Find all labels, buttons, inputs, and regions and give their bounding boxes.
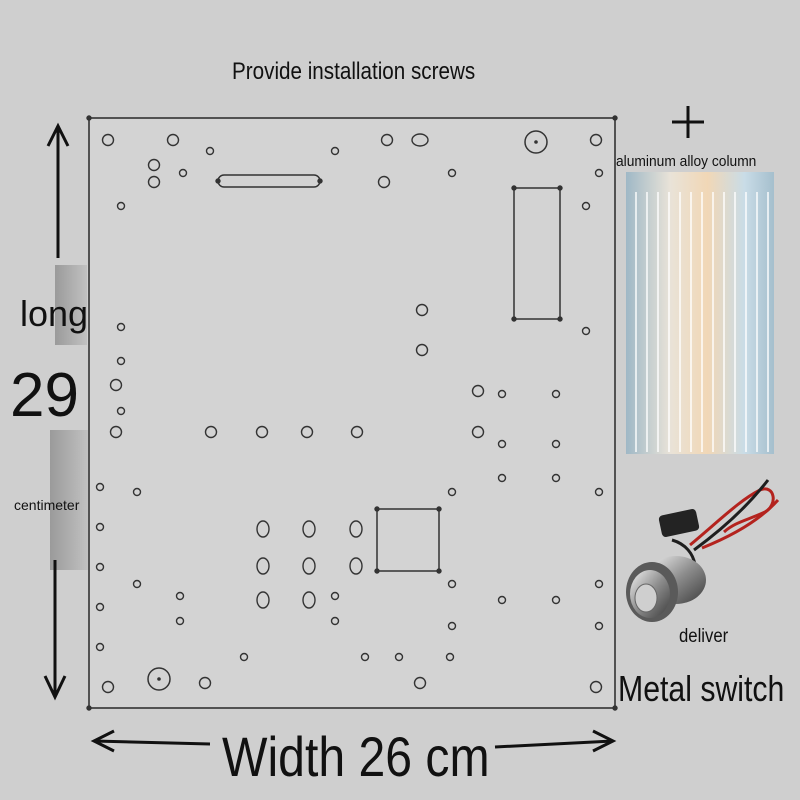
column-label: aluminum alloy column xyxy=(616,153,757,170)
small-hole xyxy=(95,642,105,652)
small-hole xyxy=(330,591,340,601)
small-hole xyxy=(95,562,105,572)
mounting-hole xyxy=(377,175,391,189)
width-arrow xyxy=(90,729,617,753)
small-hole xyxy=(116,322,126,332)
small-hole xyxy=(581,201,591,211)
small-hole xyxy=(330,616,340,626)
mounting-hole xyxy=(415,343,429,357)
small-hole xyxy=(95,482,105,492)
mounting-hole xyxy=(471,425,485,439)
mounting-hole xyxy=(109,378,123,392)
mounting-hole xyxy=(471,384,485,398)
oval-hole xyxy=(302,591,316,609)
mounting-hole xyxy=(350,425,364,439)
small-hole xyxy=(116,201,126,211)
small-hole xyxy=(360,652,370,662)
small-hole xyxy=(594,168,604,178)
oval-hole xyxy=(256,557,270,575)
mounting-hole xyxy=(300,425,314,439)
small-hole xyxy=(551,389,561,399)
small-hole xyxy=(239,652,249,662)
title-text: Provide installation screws xyxy=(232,58,476,85)
left-edge-shadow-bottom xyxy=(50,430,88,570)
length-label: long xyxy=(20,293,89,334)
small-hole xyxy=(175,616,185,626)
mounting-hole xyxy=(380,133,394,147)
mounting-hole xyxy=(147,175,161,189)
oval-hole xyxy=(349,520,363,538)
mounting-hole xyxy=(589,133,603,147)
oval-hole xyxy=(256,520,270,538)
small-hole xyxy=(447,487,457,497)
small-hole xyxy=(330,146,340,156)
small-hole xyxy=(445,652,455,662)
corner-mark xyxy=(612,705,618,711)
small-hole xyxy=(116,356,126,366)
mounting-hole xyxy=(415,303,429,317)
plus-icon xyxy=(672,106,704,138)
corner-mark xyxy=(86,115,92,121)
small-hole xyxy=(447,621,457,631)
small-hole xyxy=(594,621,604,631)
small-hole xyxy=(581,326,591,336)
small-hole xyxy=(447,579,457,589)
deliver-label: deliver xyxy=(679,626,729,647)
mounting-hole xyxy=(589,680,603,694)
standoff-bottom xyxy=(147,667,171,691)
mounting-hole xyxy=(255,425,269,439)
small-hole xyxy=(497,439,507,449)
mounting-hole xyxy=(198,676,212,690)
small-hole xyxy=(175,591,185,601)
mounting-hole xyxy=(413,676,427,690)
left-edge-shadow-top xyxy=(55,265,87,345)
mounting-hole xyxy=(147,158,161,172)
vertical-cutout xyxy=(513,187,561,320)
small-hole xyxy=(551,595,561,605)
oval-hole xyxy=(302,557,316,575)
oval-hole xyxy=(302,520,316,538)
metal-switch-label: Metal switch xyxy=(618,668,785,709)
length-arrow xyxy=(43,122,70,701)
width-label: Width 26 cm xyxy=(222,725,490,788)
mounting-hole xyxy=(101,133,115,147)
standoff-top xyxy=(524,130,548,154)
small-hole xyxy=(178,168,188,178)
small-hole xyxy=(205,146,215,156)
corner-mark xyxy=(612,115,618,121)
small-hole xyxy=(594,579,604,589)
length-unit: centimeter xyxy=(14,497,80,513)
small-hole xyxy=(551,439,561,449)
mounting-hole xyxy=(166,133,180,147)
small-hole xyxy=(447,168,457,178)
small-hole xyxy=(132,579,142,589)
oval-hole xyxy=(349,557,363,575)
metal-switch-image xyxy=(626,479,780,622)
small-hole xyxy=(497,595,507,605)
small-hole xyxy=(594,487,604,497)
small-hole xyxy=(95,522,105,532)
oval-hole xyxy=(411,133,429,147)
small-hole xyxy=(132,487,142,497)
mounting-plate xyxy=(88,117,616,709)
small-hole xyxy=(116,406,126,416)
square-cutout xyxy=(376,508,440,572)
small-hole xyxy=(497,389,507,399)
horizontal-slot xyxy=(217,174,321,188)
small-hole xyxy=(551,473,561,483)
aluminum-column-image xyxy=(626,172,774,454)
mounting-hole xyxy=(109,425,123,439)
length-value: 29 xyxy=(10,361,79,430)
oval-hole xyxy=(256,591,270,609)
mounting-hole xyxy=(101,680,115,694)
corner-mark xyxy=(86,705,92,711)
mounting-hole xyxy=(204,425,218,439)
small-hole xyxy=(394,652,404,662)
small-hole xyxy=(497,473,507,483)
small-hole xyxy=(95,602,105,612)
